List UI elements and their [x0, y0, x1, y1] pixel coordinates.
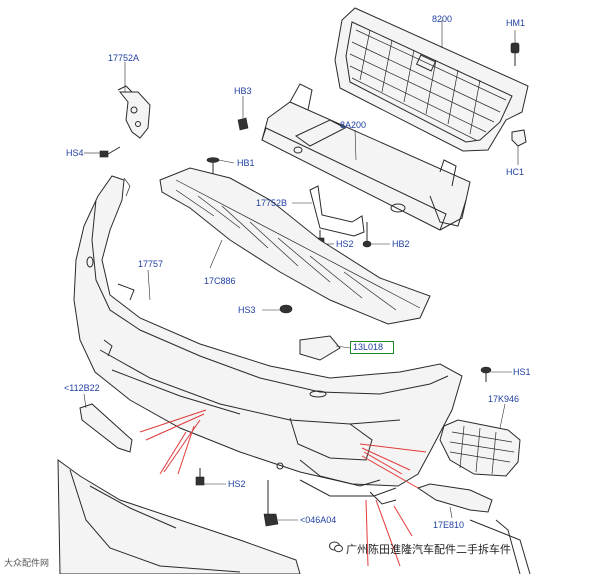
hs4-screw — [99, 146, 121, 158]
label-17752b: 17752B — [256, 198, 288, 208]
hs2-lower-screw — [195, 468, 205, 486]
bracket-17752a — [117, 85, 151, 139]
label-17e810: 17E810 — [433, 520, 465, 530]
hm1-clip — [510, 42, 520, 66]
reinforcement-8a200 — [261, 83, 471, 231]
trim-17e810 — [416, 483, 493, 513]
watermark-left-text: 大众配件网 — [4, 559, 50, 569]
clip-046a04 — [263, 480, 279, 527]
lower-valance — [57, 459, 531, 574]
callout-box-13l018 — [350, 341, 394, 354]
strip-112b22 — [79, 403, 133, 453]
label-112b22: <112B22 — [64, 383, 100, 393]
hs3-screw — [279, 304, 293, 314]
label-17752a: 17752A — [108, 53, 140, 63]
label-hs4: HS4 — [66, 148, 84, 158]
label-17c886: 17C886 — [204, 276, 236, 286]
grille-insert-17k946 — [439, 419, 521, 477]
label-13l018: 13L018 — [353, 342, 384, 352]
watermark-text: 广州陈田進隆汽车配件二手拆车件 — [346, 543, 511, 556]
hb3-bolt — [237, 117, 249, 131]
hc1-clip — [511, 129, 527, 147]
label-8a200: 8A200 — [340, 120, 367, 130]
hs1-screw — [480, 366, 492, 382]
label-hb2: HB2 — [392, 239, 410, 249]
grille-8200 — [334, 7, 529, 152]
absorber-17c886 — [159, 167, 431, 325]
label-hs2-upper: HS2 — [336, 239, 354, 249]
wechat-icon — [329, 541, 343, 553]
hb2-nut — [362, 222, 372, 248]
hb1-bolt — [206, 157, 220, 174]
label-hb1: HB1 — [237, 158, 255, 168]
label-hs3: HS3 — [238, 305, 256, 315]
label-8200: 8200 — [432, 14, 453, 24]
bumper-cover-17757 — [73, 175, 463, 487]
label-hm1: HM1 — [506, 18, 526, 28]
label-046a04: <046A04 — [300, 515, 337, 525]
label-hs1: HS1 — [513, 367, 531, 377]
label-hb3: HB3 — [234, 86, 252, 96]
label-hc1: HC1 — [506, 167, 525, 177]
red-annotation-lines — [139, 409, 427, 567]
label-17757: 17757 — [138, 259, 164, 269]
bracket-17752b — [309, 185, 365, 237]
label-17k946: 17K946 — [488, 394, 520, 404]
label-hs2-lower: HS2 — [228, 479, 246, 489]
